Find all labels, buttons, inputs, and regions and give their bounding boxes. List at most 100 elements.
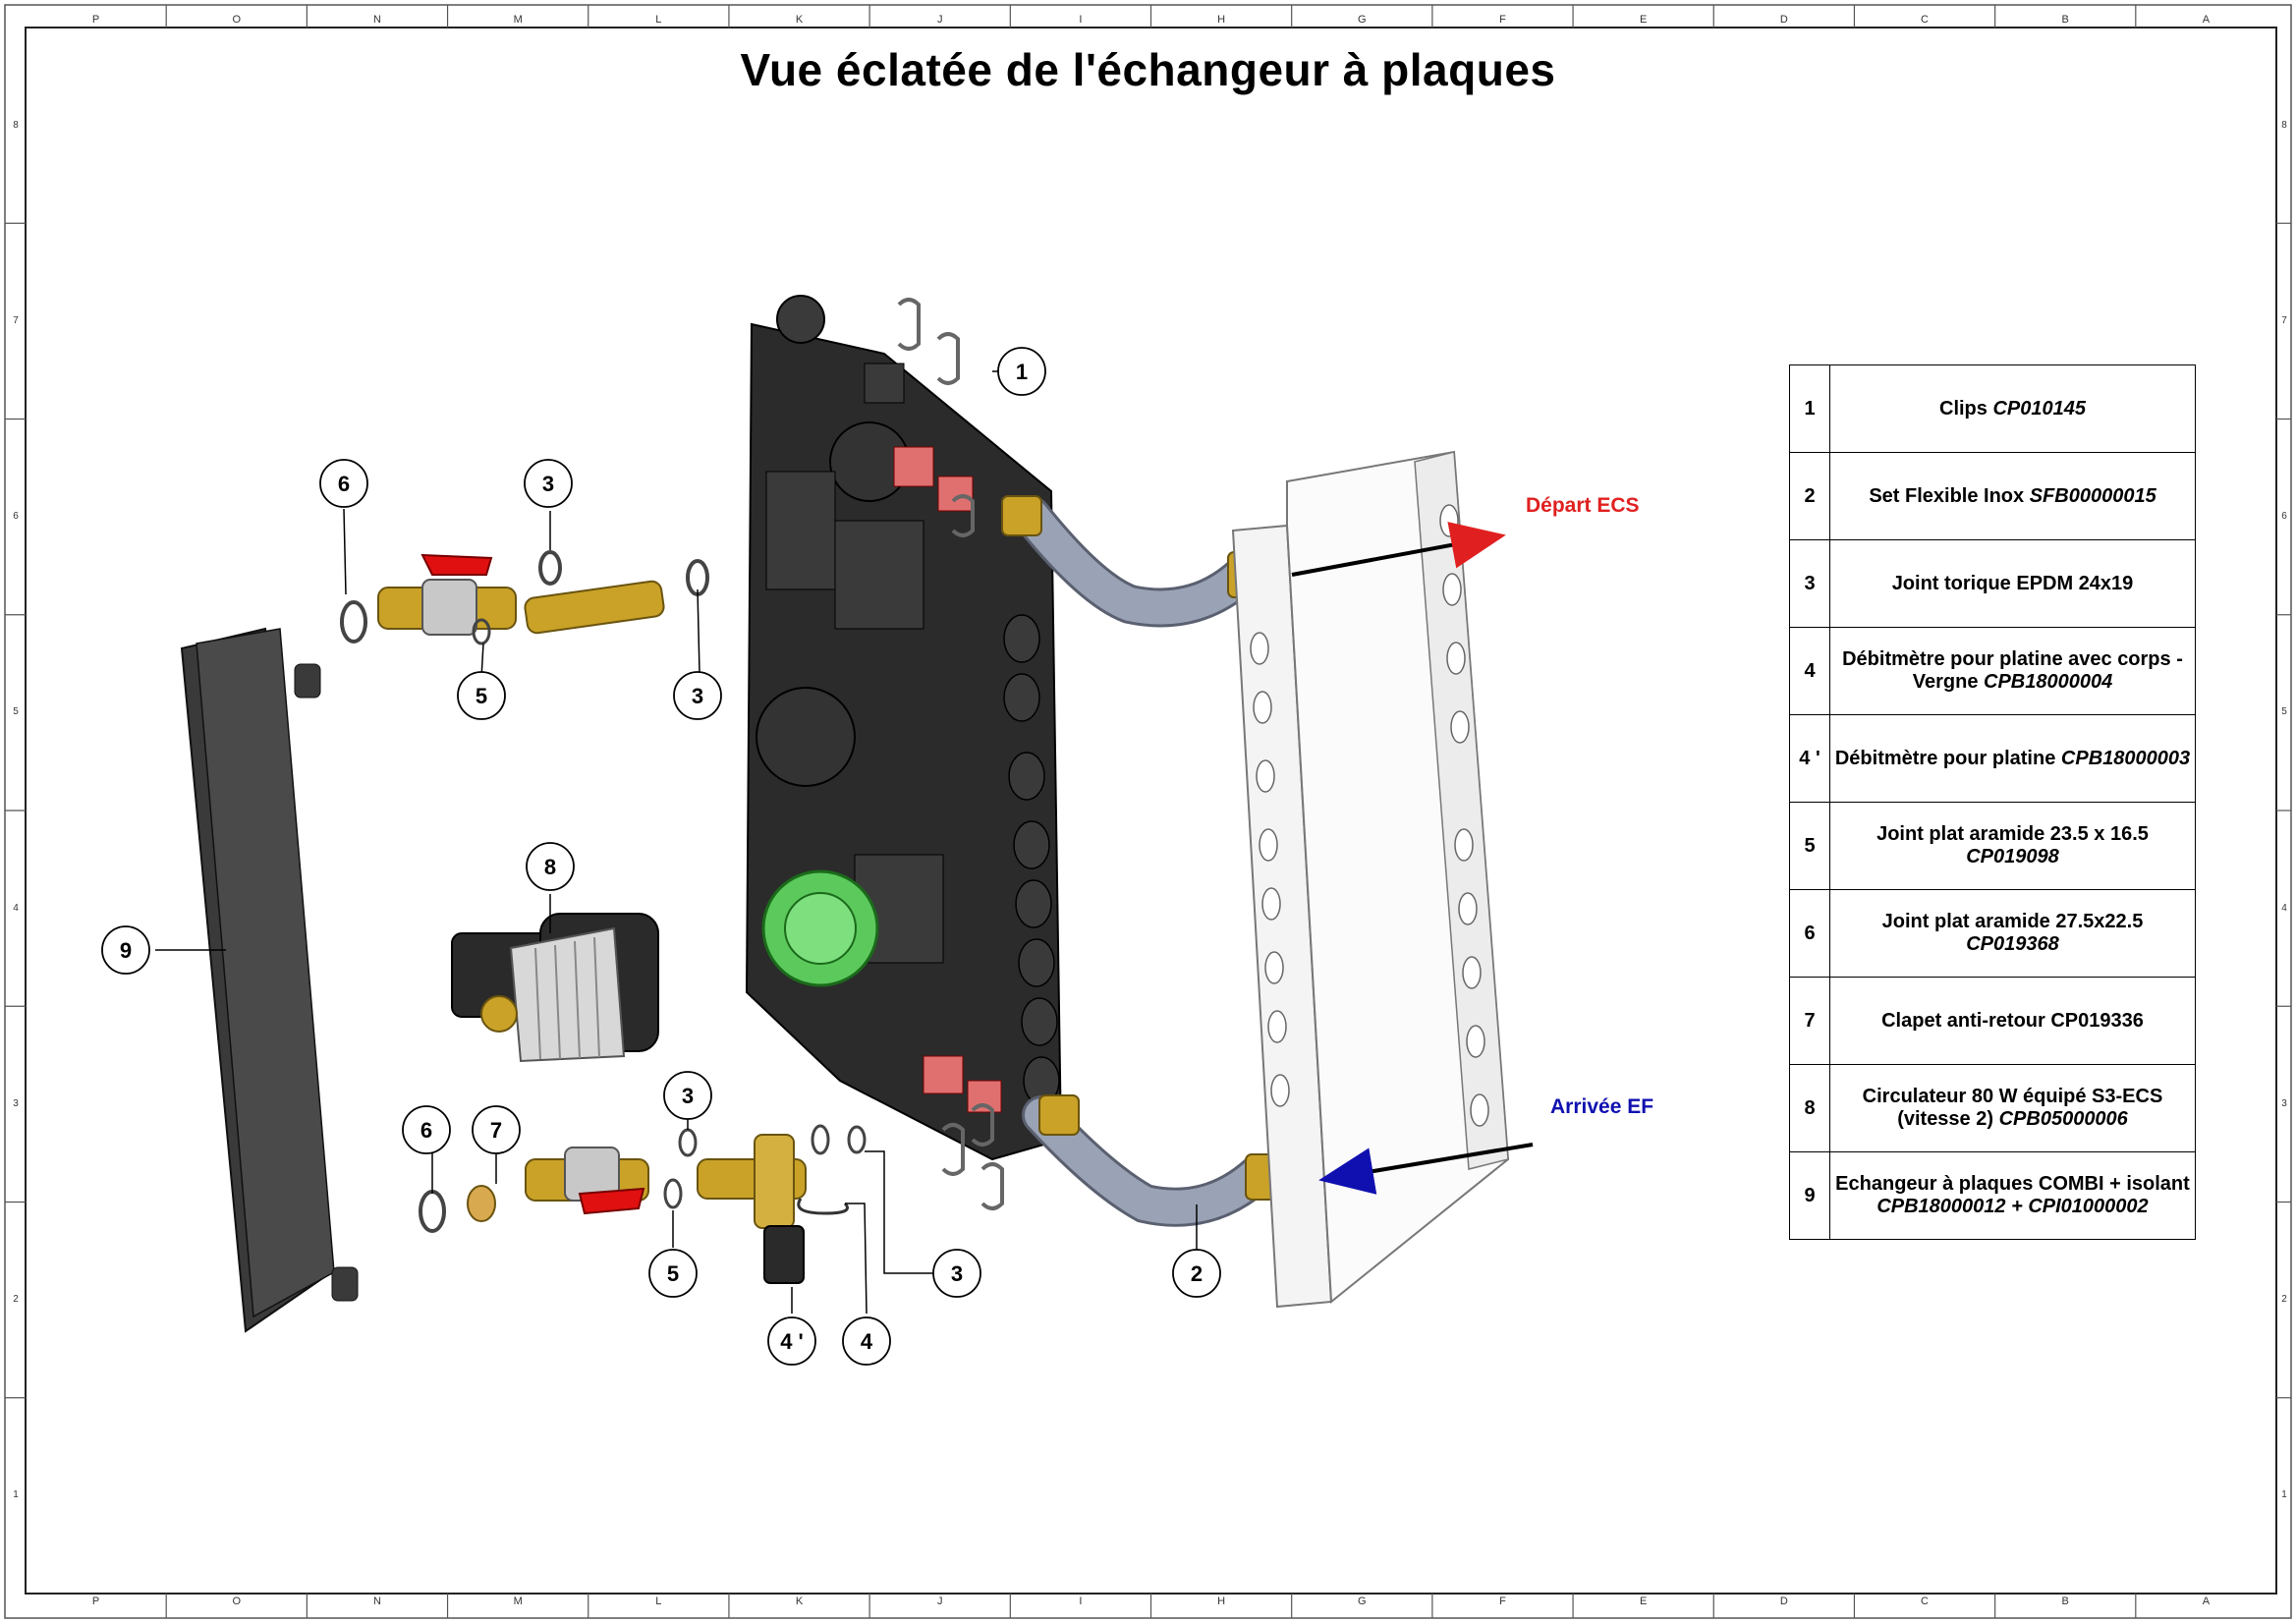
part-description: Débitmètre pour platine CPB18000003 — [1829, 714, 2196, 803]
callout-number: 6 — [420, 1118, 432, 1143]
zone-column-label: E — [1639, 14, 1648, 26]
callout-balloon: 7 — [472, 1105, 521, 1154]
callout-balloon: 3 — [663, 1071, 712, 1120]
zone-row-label: 5 — [13, 706, 19, 718]
zone-column-label: B — [2061, 14, 2069, 26]
part-code: CPB18000004 — [1984, 671, 2113, 693]
depart-label: Départ ECS — [1526, 494, 1640, 517]
zone-column-label: A — [2202, 1595, 2211, 1607]
part-text: Set Flexible Inox — [1869, 484, 2025, 507]
circulator-pump — [451, 913, 659, 1063]
callout-number: 8 — [544, 855, 556, 879]
callout-number: 3 — [951, 1261, 963, 1286]
part-description: Joint torique EPDM 24x19 — [1829, 539, 2196, 628]
callout-number: 7 — [490, 1118, 502, 1143]
plate-exchanger-insulation — [180, 627, 359, 1333]
callout-number: 5 — [476, 684, 487, 708]
zone-column-label: C — [1921, 14, 1929, 26]
part-text: Circulateur 80 W équipé S3-ECS (vitesse … — [1862, 1086, 2163, 1130]
zone-column-label: P — [91, 1595, 100, 1607]
callout-number: 9 — [120, 938, 132, 963]
part-number: 2 — [1789, 452, 1830, 540]
zone-column-label: G — [1358, 1595, 1367, 1607]
parts-row: 4 'Débitmètre pour platine CPB18000003 — [1789, 714, 2196, 803]
part-code: CP019098 — [1966, 846, 2059, 867]
part-code: CP010145 — [1992, 397, 2086, 420]
part-code: CPB18000012 + CPI01000002 — [1876, 1196, 2149, 1217]
part-code: CP019368 — [1966, 933, 2059, 955]
clips — [897, 298, 1004, 1210]
part-number: 6 — [1789, 889, 1830, 978]
zone-column-label: N — [372, 14, 381, 26]
part-description: Echangeur à plaques COMBI + isolant CPB1… — [1829, 1151, 2196, 1240]
part-description: Clapet anti-retour CP019336 — [1829, 977, 2196, 1065]
zone-column-label: D — [1779, 1595, 1788, 1607]
zone-row-label: 1 — [2281, 1489, 2287, 1501]
depart-flow-arrow — [1291, 522, 1506, 577]
part-text: Echangeur à plaques COMBI + isolant — [1835, 1173, 2190, 1195]
callout-balloon: 5 — [648, 1249, 698, 1298]
zone-row-label: 6 — [13, 511, 19, 523]
callout-number: 2 — [1191, 1261, 1203, 1286]
callout-balloon: 3 — [524, 459, 573, 508]
zone-row-label: 2 — [2281, 1294, 2287, 1306]
zone-column-label: K — [795, 1595, 804, 1607]
zone-column-label: O — [232, 14, 242, 26]
part-description: Débitmètre pour platine avec corps - Ver… — [1829, 627, 2196, 715]
part-code: SFB00000015 — [2029, 484, 2156, 507]
zone-row-label: 8 — [2281, 119, 2287, 131]
callout-balloon: 3 — [673, 671, 722, 720]
part-code: CPB18000003 — [2060, 747, 2191, 769]
hydraulic-platine-body — [745, 295, 1063, 1161]
upper-valve-group — [340, 550, 709, 645]
zone-row-label: 1 — [13, 1489, 19, 1501]
part-text: Clips — [1939, 397, 1988, 420]
zone-column-label: H — [1217, 14, 1226, 26]
callout-balloon: 2 — [1172, 1249, 1221, 1298]
part-text: Débitmètre pour platine — [1834, 747, 2056, 769]
zone-column-label: L — [655, 14, 662, 26]
zone-row-label: 5 — [2281, 706, 2287, 718]
zone-column-label: L — [655, 1595, 662, 1607]
zone-column-label: I — [1079, 14, 1083, 26]
part-description: Clips CP010145 — [1829, 364, 2196, 453]
callout-balloon: 5 — [457, 671, 506, 720]
zone-column-label: B — [2061, 1595, 2069, 1607]
part-number: 8 — [1789, 1064, 1830, 1152]
zone-column-label: E — [1639, 1595, 1648, 1607]
zone-column-label: O — [232, 1595, 242, 1607]
zone-column-label: M — [513, 14, 523, 26]
part-code: CPB05000006 — [1998, 1108, 2128, 1130]
callout-number: 3 — [682, 1084, 694, 1108]
callout-balloon: 3 — [932, 1249, 981, 1298]
zone-column-label: G — [1358, 14, 1367, 26]
zone-column-label: H — [1217, 1595, 1226, 1607]
part-text: Clapet anti-retour CP019336 — [1881, 1009, 2144, 1032]
callout-number: 5 — [667, 1261, 679, 1286]
zone-row-label: 7 — [2281, 314, 2287, 326]
arrivee-flow-arrow — [1318, 1143, 1534, 1195]
zone-column-label: C — [1921, 1595, 1929, 1607]
zone-column-label: J — [936, 1595, 943, 1607]
drawing-title: Vue éclatée de l'échangeur à plaques — [740, 44, 1556, 95]
parts-row: 2 Set Flexible Inox SFB00000015 — [1789, 452, 2196, 540]
zone-row-label: 6 — [2281, 511, 2287, 523]
zone-column-label: D — [1779, 14, 1788, 26]
zone-row-label: 4 — [2281, 902, 2287, 914]
zone-row-label: 8 — [13, 119, 19, 131]
part-number: 4 ' — [1789, 714, 1830, 803]
part-description: Circulateur 80 W équipé S3-ECS (vitesse … — [1829, 1064, 2196, 1152]
flexible-hoses — [1001, 495, 1282, 1227]
part-description: Joint plat aramide 27.5x22.5 CP019368 — [1829, 889, 2196, 978]
lower-valve-group — [419, 1124, 867, 1284]
part-text: Joint plat aramide 27.5x22.5 — [1881, 911, 2144, 932]
callout-number: 6 — [338, 472, 350, 496]
part-number: 9 — [1789, 1151, 1830, 1240]
zone-row-label: 2 — [13, 1294, 19, 1306]
